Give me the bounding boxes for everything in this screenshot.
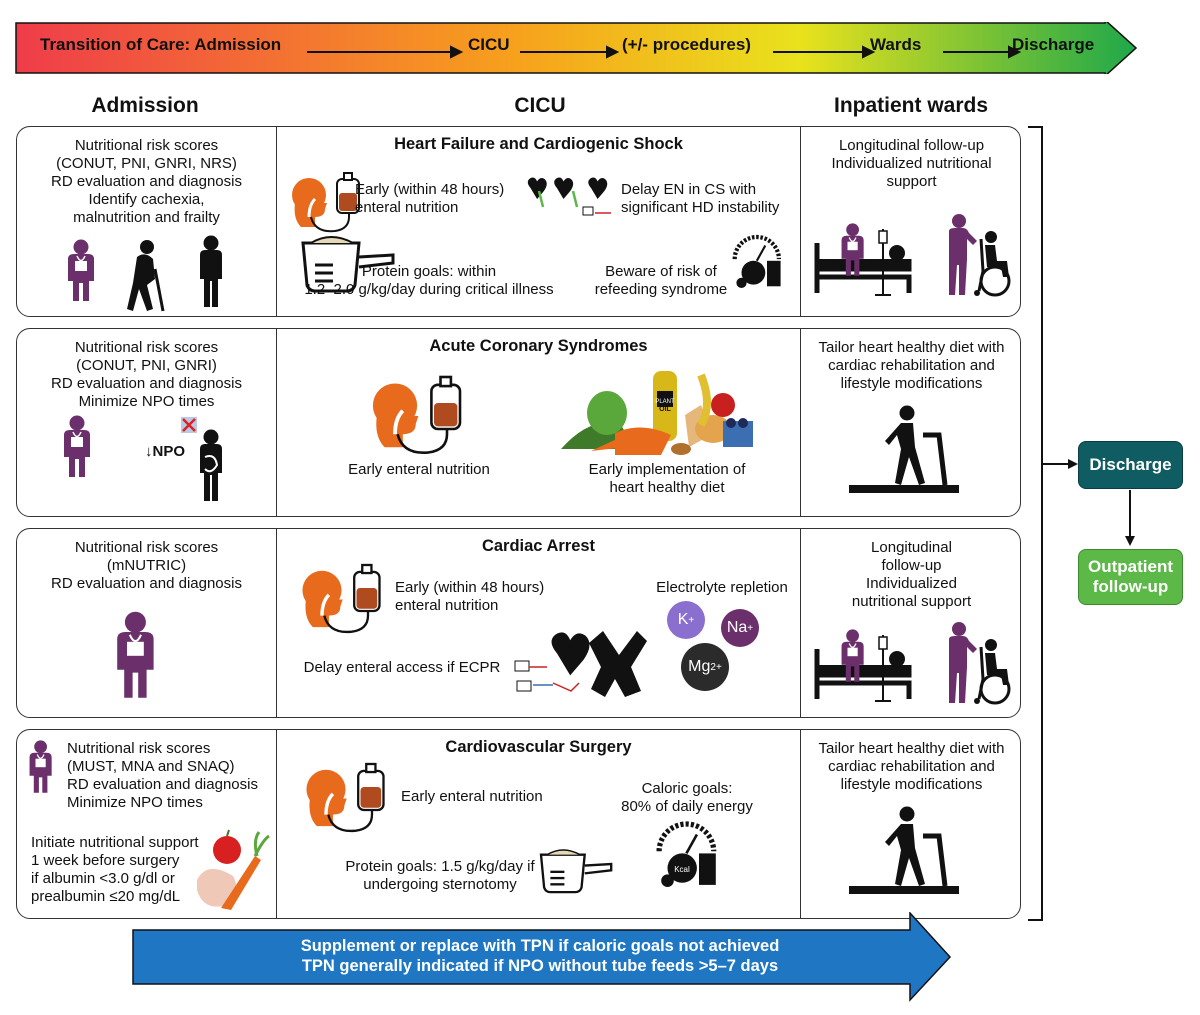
cvs-caloric-text: Caloric goals:80% of daily energy <box>621 780 753 815</box>
banner-discharge: Discharge <box>1012 35 1095 54</box>
acs-early-text: Early enteral nutrition <box>348 461 490 478</box>
ca-early-text: Early (within 48 hours)enteral nutrition <box>395 579 545 614</box>
hospital-bed-and-wheelchair-icons <box>817 212 1011 298</box>
ca-title: Cardiac Arrest <box>481 537 596 555</box>
cvs-admission-text: Nutritional risk scores(MUST, MNA and SN… <box>67 740 258 811</box>
row-acute-coronary: Nutritional risk scores(CONUT, PNI, GNRI… <box>16 328 1021 517</box>
tpn-arrow <box>132 912 952 1002</box>
column-heading-admission: Admission <box>91 94 199 117</box>
kcal-scale-icon: Kcal <box>657 824 727 894</box>
npo-person-icon <box>181 417 222 501</box>
enteral-feeding-icon <box>300 563 382 634</box>
sodium-ion: Na+ <box>721 609 759 647</box>
row-heart-failure: Nutritional risk scores(CONUT, PNI, GNRI… <box>16 126 1021 317</box>
treadmill-icon <box>849 806 969 900</box>
hospital-bed-and-wheelchair-icons <box>817 620 1011 706</box>
acs-title: Acute Coronary Syndromes <box>429 337 648 355</box>
treadmill-icon <box>849 405 969 499</box>
acs-admission-text: Nutritional risk scores(CONUT, PNI, GNRI… <box>51 339 242 410</box>
row-cardiac-arrest: Nutritional risk scores(mNUTRIC)RD evalu… <box>16 528 1021 718</box>
dietitian-and-frail-icons <box>67 235 222 313</box>
cvs-early-text: Early enteral nutrition <box>401 788 543 805</box>
potassium-ion: K+ <box>667 601 705 639</box>
protein-scoop-icon <box>539 848 613 894</box>
ecpr-heart-and-hands-icon <box>514 631 647 697</box>
enteral-feeding-icon <box>370 375 462 455</box>
bracket-line <box>1028 126 1043 921</box>
hf-early-text: Early (within 48 hours)enteral nutrition <box>355 181 505 216</box>
tpn-text: Supplement or replace with TPN if calori… <box>300 937 780 975</box>
plant-oil-label-2: OIL <box>659 406 671 413</box>
heart-instability-icon <box>527 177 611 216</box>
enteral-feeding-icon <box>290 171 361 233</box>
kcal-label: Kcal <box>674 865 690 874</box>
column-heading-wards: Inpatient wards <box>833 94 989 117</box>
apple-chicken-carrot-icon <box>197 829 270 910</box>
banner-procedures: (+/- procedures) <box>622 35 751 54</box>
hf-title: Heart Failure and Cardiogenic Shock <box>394 135 683 153</box>
banner-admission: Transition of Care: Admission <box>40 35 282 54</box>
dietitian-icon <box>63 414 91 478</box>
ca-electrolyte-text: Electrolyte repletion <box>656 579 788 596</box>
dietitian-icon <box>116 610 155 699</box>
banner-wards: Wards <box>870 35 922 54</box>
npo-label: ↓NPO <box>145 443 186 460</box>
ca-admission-text: Nutritional risk scores(mNUTRIC)RD evalu… <box>51 539 242 592</box>
cvs-title: Cardiovascular Surgery <box>445 738 632 756</box>
transition-banner-arrow <box>15 22 1137 74</box>
banner-cicu: CICU <box>468 35 510 54</box>
dietitian-icon <box>28 739 53 794</box>
ca-ecpr-text: Delay enteral access if ECPR <box>303 659 501 676</box>
row-cardiovascular-surgery: Nutritional risk scores(MUST, MNA and SN… <box>16 729 1021 919</box>
discharge-box: Discharge <box>1078 441 1183 489</box>
hf-admission-text: Nutritional risk scores(CONUT, PNI, GNRI… <box>51 137 242 226</box>
enteral-feeding-icon <box>304 762 386 833</box>
plant-oil-label-1: PLANT <box>655 399 675 405</box>
healthy-food-icon: PLANT OIL <box>561 371 753 455</box>
column-heading-cicu: CICU <box>514 94 566 117</box>
